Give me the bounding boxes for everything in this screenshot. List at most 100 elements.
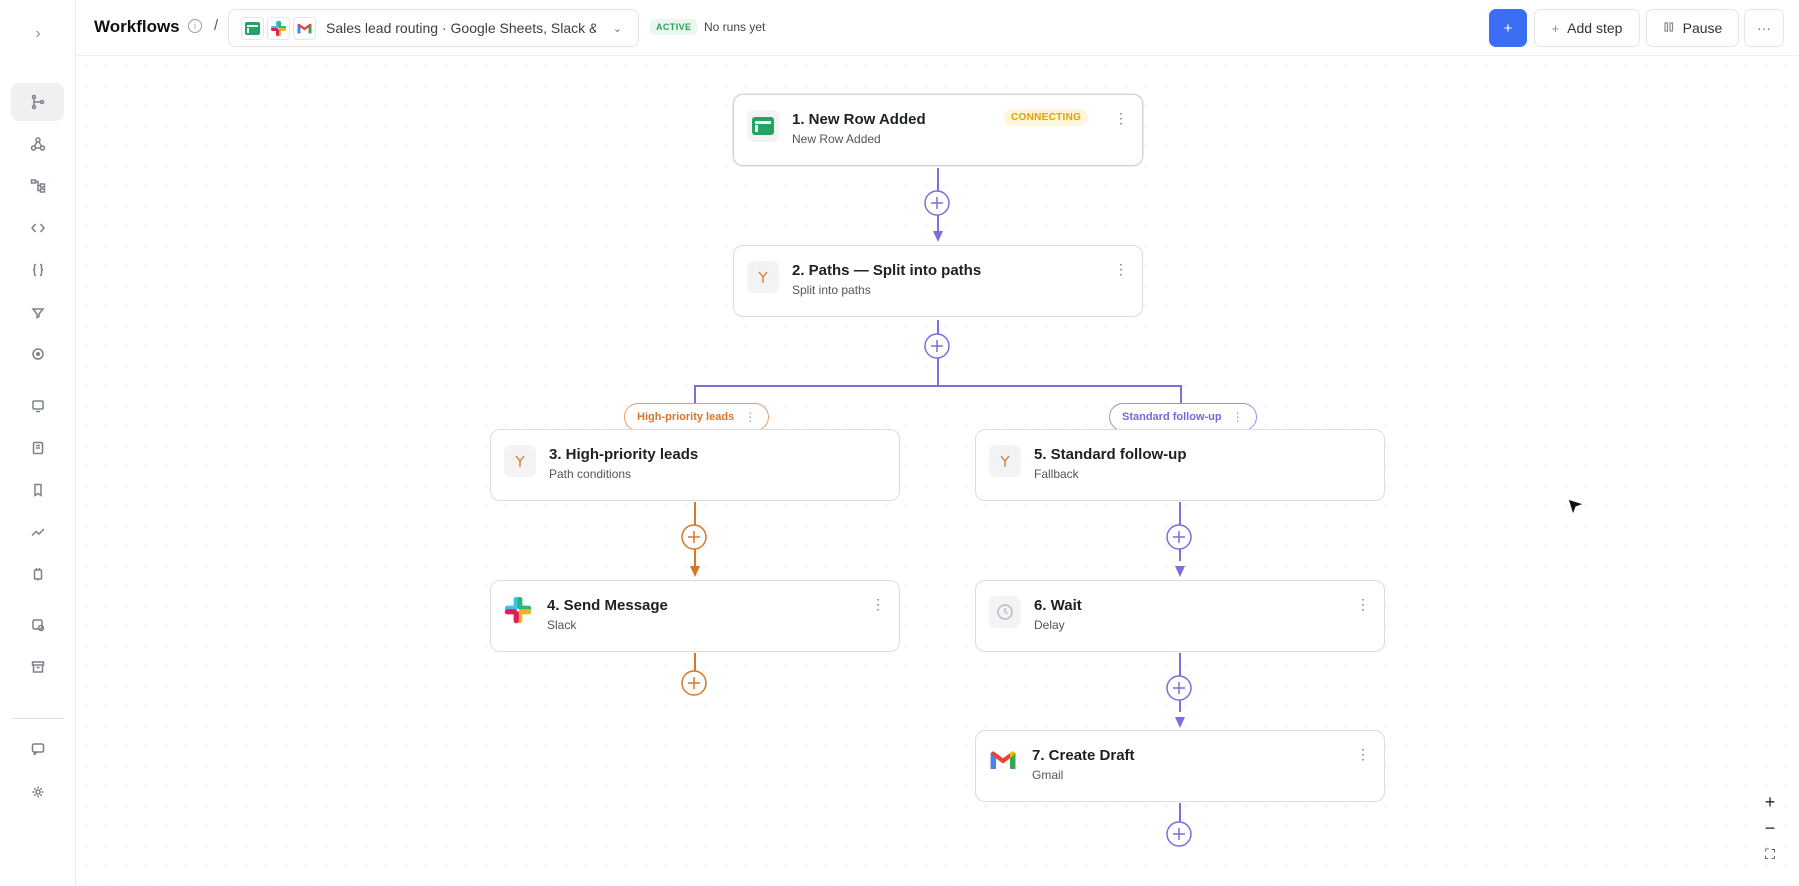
add-step-button[interactable]: + Add step (1534, 9, 1640, 47)
monitor-icon (31, 400, 44, 413)
add-step-plus-after-4[interactable] (681, 670, 707, 696)
step-subtitle: Slack (547, 618, 577, 632)
workflow-step-7[interactable]: 7. Create Draft Gmail ⋮ (975, 730, 1385, 802)
workflow-name: Sales lead routing · Google Sheets, Slac… (326, 20, 596, 36)
paths-icon (989, 445, 1021, 477)
add-step-plus-2-branches[interactable] (924, 333, 950, 359)
more-icon: ··· (1757, 20, 1771, 36)
sidebar-item-braces[interactable] (11, 251, 64, 289)
zoom-in-button[interactable]: + (1764, 791, 1776, 812)
step-menu-icon[interactable]: ⋮ (871, 596, 885, 612)
add-step-plus-5-6[interactable] (1166, 524, 1192, 550)
step-title: 6. Wait (1034, 597, 1082, 614)
workflow-step-4[interactable]: 4. Send Message Slack ⋮ (490, 580, 900, 652)
path-label-standard[interactable]: Standard follow-up ⋮ (1109, 403, 1257, 431)
sidebar-item-analytics[interactable] (11, 513, 64, 551)
step-title: 2. Paths — Split into paths (792, 262, 982, 279)
arrow-to-node-7 (1175, 717, 1185, 728)
plus-icon: + (1551, 20, 1560, 36)
archive-icon (31, 661, 44, 673)
path-label-text: Standard follow-up (1122, 411, 1222, 423)
google-sheets-icon (747, 110, 779, 142)
chat-icon (31, 743, 44, 756)
sidebar-item-messages[interactable] (11, 730, 64, 768)
zoom-out-button[interactable]: − (1764, 817, 1776, 838)
path-menu-icon[interactable]: ⋮ (1231, 410, 1244, 424)
step-subtitle: Gmail (1032, 768, 1064, 782)
workflow-step-3[interactable]: 3. High-priority leads Path conditions (490, 429, 900, 501)
workflow-app-icons (241, 16, 316, 40)
arrow-to-node-4 (690, 566, 700, 577)
add-step-plus-6-7[interactable] (1166, 675, 1192, 701)
sidebar-item-webhooks[interactable] (11, 125, 64, 163)
primary-add-button[interactable]: + (1489, 9, 1527, 47)
gmail-icon (987, 744, 1019, 776)
path-menu-icon[interactable]: ⋮ (744, 410, 757, 424)
slack-icon (502, 594, 534, 626)
runs-status: No runs yet (704, 20, 766, 34)
step-menu-icon[interactable]: ⋮ (1356, 746, 1370, 762)
sidebar-item-filter[interactable] (11, 293, 64, 331)
expand-sidebar-icon[interactable]: › (35, 25, 41, 42)
add-step-plus-3-4[interactable] (681, 524, 707, 550)
mouse-cursor-icon (1565, 496, 1587, 523)
sidebar-item-monitor[interactable] (11, 387, 64, 425)
filter-icon (30, 308, 45, 319)
webhook-icon (30, 137, 45, 151)
sidebar-item-book[interactable] (11, 429, 64, 467)
add-step-plus-1-2[interactable] (924, 190, 950, 216)
arrow-to-node-6 (1175, 566, 1185, 577)
workflow-step-1[interactable]: 1. New Row Added New Row Added CONNECTIN… (733, 94, 1143, 166)
add-step-label: Add step (1567, 20, 1623, 36)
workflow-selector[interactable]: Sales lead routing · Google Sheets, Slac… (228, 9, 639, 47)
sidebar-item-tree[interactable] (11, 167, 64, 205)
workflow-step-2[interactable]: 2. Paths — Split into paths Split into p… (733, 245, 1143, 317)
tree-icon (30, 179, 45, 193)
pause-icon (1663, 20, 1675, 36)
step-title: 5. Standard follow-up (1034, 446, 1187, 463)
connector-lines (681, 168, 1192, 847)
workflow-step-6[interactable]: 6. Wait Delay ⋮ (975, 580, 1385, 652)
info-icon[interactable]: i (188, 19, 202, 33)
step-menu-icon[interactable]: ⋮ (1356, 596, 1370, 612)
plug-icon (33, 568, 42, 581)
slack-icon (267, 16, 290, 40)
more-options-button[interactable]: ··· (1744, 9, 1784, 47)
code-icon (30, 223, 45, 233)
breadcrumb-separator: / (214, 17, 219, 34)
fit-view-button[interactable]: ⛶ (1765, 845, 1775, 862)
sidebar-item-plugins[interactable] (11, 555, 64, 593)
path-label-high-priority[interactable]: High-priority leads ⋮ (624, 403, 770, 431)
connecting-badge: CONNECTING (1004, 109, 1089, 126)
clock-icon (31, 619, 44, 632)
sidebar-item-history[interactable] (11, 606, 64, 644)
pause-button[interactable]: Pause (1646, 9, 1739, 47)
top-bar: Workflows i / Sales lead routing · Googl… (76, 0, 1799, 56)
paths-icon (747, 261, 779, 293)
sidebar-item-settings[interactable] (11, 773, 64, 811)
step-menu-icon[interactable]: ⋮ (1114, 261, 1128, 277)
sidebar-item-code[interactable] (11, 209, 64, 247)
gmail-icon (293, 16, 316, 40)
bookmark-icon (33, 483, 42, 497)
chevron-down-icon: ⌄ (612, 23, 622, 35)
page-title: Workflows (94, 17, 180, 36)
add-step-plus-after-7[interactable] (1166, 821, 1192, 847)
paths-icon (504, 445, 536, 477)
sidebar-item-archive[interactable] (11, 648, 64, 686)
step-title: 4. Send Message (547, 597, 668, 614)
step-subtitle: Path conditions (549, 467, 632, 481)
sidebar-item-bookmark[interactable] (11, 471, 64, 509)
workflow-canvas[interactable]: 1. New Row Added New Row Added CONNECTIN… (76, 56, 1799, 886)
braces-icon (32, 263, 43, 277)
step-subtitle: Delay (1034, 618, 1065, 632)
step-title: 3. High-priority leads (549, 446, 699, 463)
workflow-step-5[interactable]: 5. Standard follow-up Fallback (975, 429, 1385, 501)
pause-label: Pause (1682, 20, 1723, 36)
path-label-text: High-priority leads (637, 411, 735, 423)
sidebar-divider (11, 718, 64, 719)
step-menu-icon[interactable]: ⋮ (1114, 110, 1128, 126)
sidebar-item-workflows[interactable] (11, 83, 64, 121)
arrow-to-node-2 (933, 231, 943, 242)
sidebar-item-target[interactable] (11, 335, 64, 373)
